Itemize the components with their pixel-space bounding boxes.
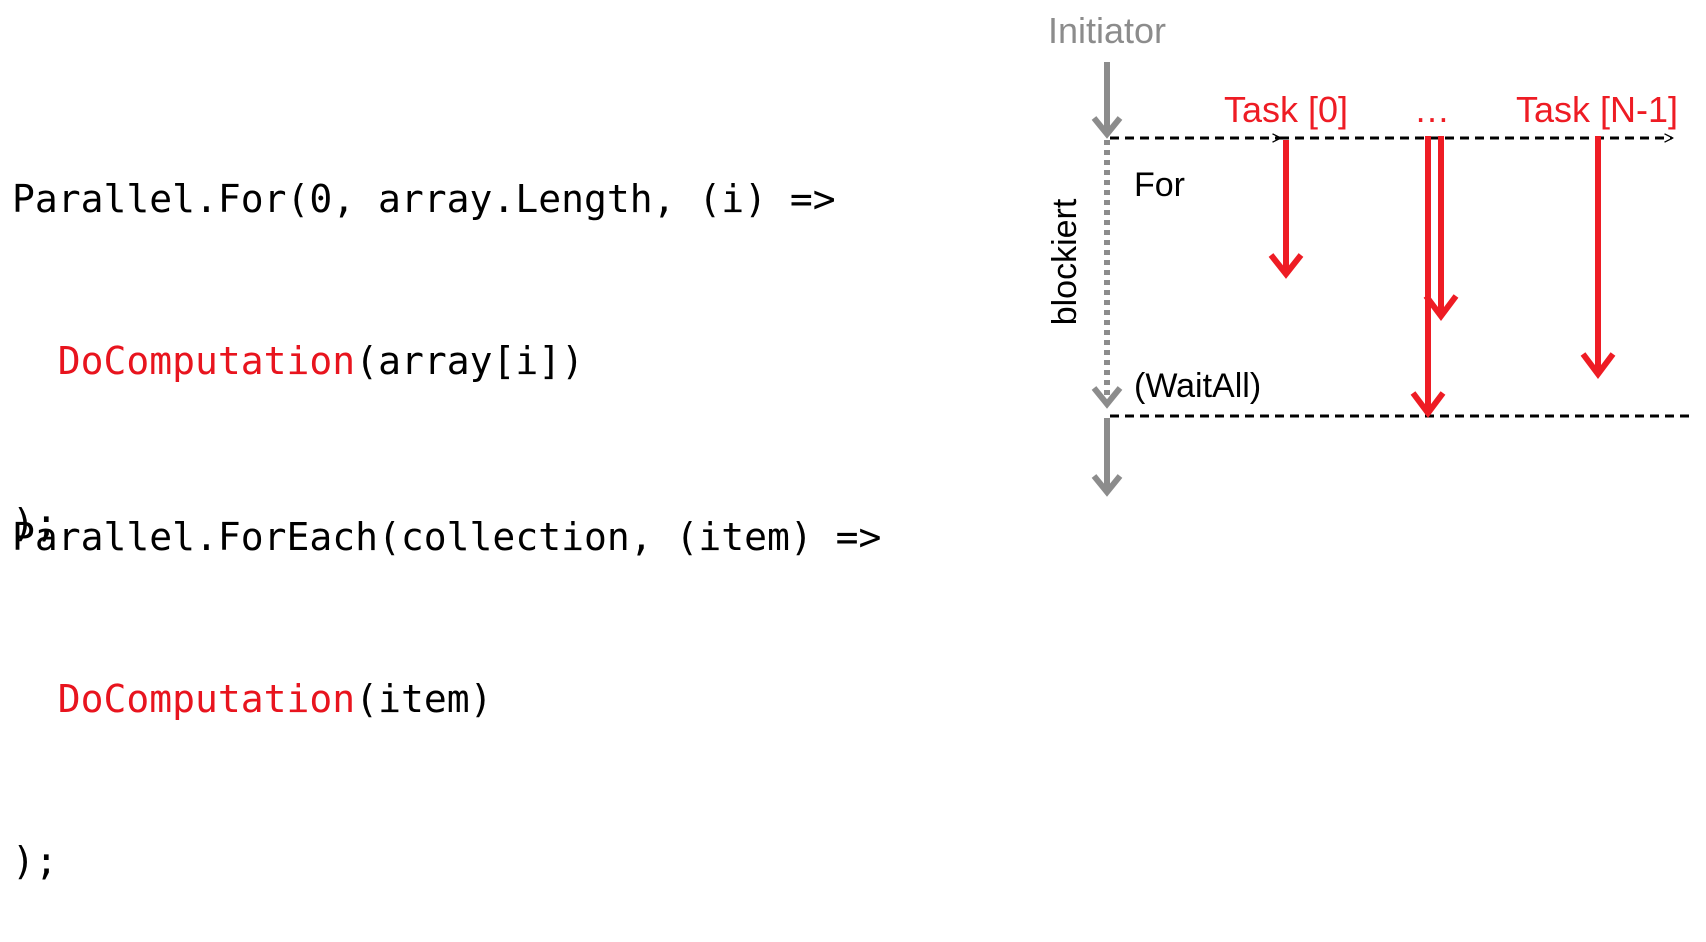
task-arrow [1410, 136, 1446, 418]
code-arguments: (item) [355, 677, 493, 721]
task-arrow [1268, 140, 1304, 279]
initiator-arrow-top [1091, 62, 1123, 139]
ellipsis-label: … [1414, 89, 1450, 130]
code-indent [12, 677, 58, 721]
waitall-label: (WaitAll) [1134, 367, 1261, 405]
initiator-label: Initiator [1048, 10, 1166, 51]
code-line: Parallel.ForEach(collection, (item) => [12, 515, 882, 559]
code-block-parallel-for: Parallel.For(0, array.Length, (i) => DoC… [12, 64, 836, 604]
task-arrow [1423, 136, 1459, 321]
code-line: DoComputation(array[i]) [12, 334, 836, 388]
blocked-label: blockiert [1046, 198, 1084, 325]
code-function-name: DoComputation [57, 339, 356, 383]
task-last-label: Task [N-1] [1516, 89, 1678, 130]
parallel-for-diagram: Initiator blockiert For (WaitAll) Task [… [1046, 10, 1690, 497]
code-line: DoComputation(item) [12, 672, 881, 726]
code-arguments: (array[i]) [355, 339, 584, 383]
blocked-dotted-arrow [1091, 140, 1123, 409]
for-label: For [1134, 166, 1185, 204]
initiator-arrow-bottom [1091, 418, 1123, 497]
task-first-label: Task [0] [1224, 89, 1348, 130]
task-arrow [1580, 136, 1616, 379]
code-line: ); [12, 501, 58, 545]
code-line: Parallel.For(0, array.Length, (i) => [12, 177, 836, 221]
code-function-name: DoComputation [57, 677, 356, 721]
code-line: ); [12, 839, 58, 883]
